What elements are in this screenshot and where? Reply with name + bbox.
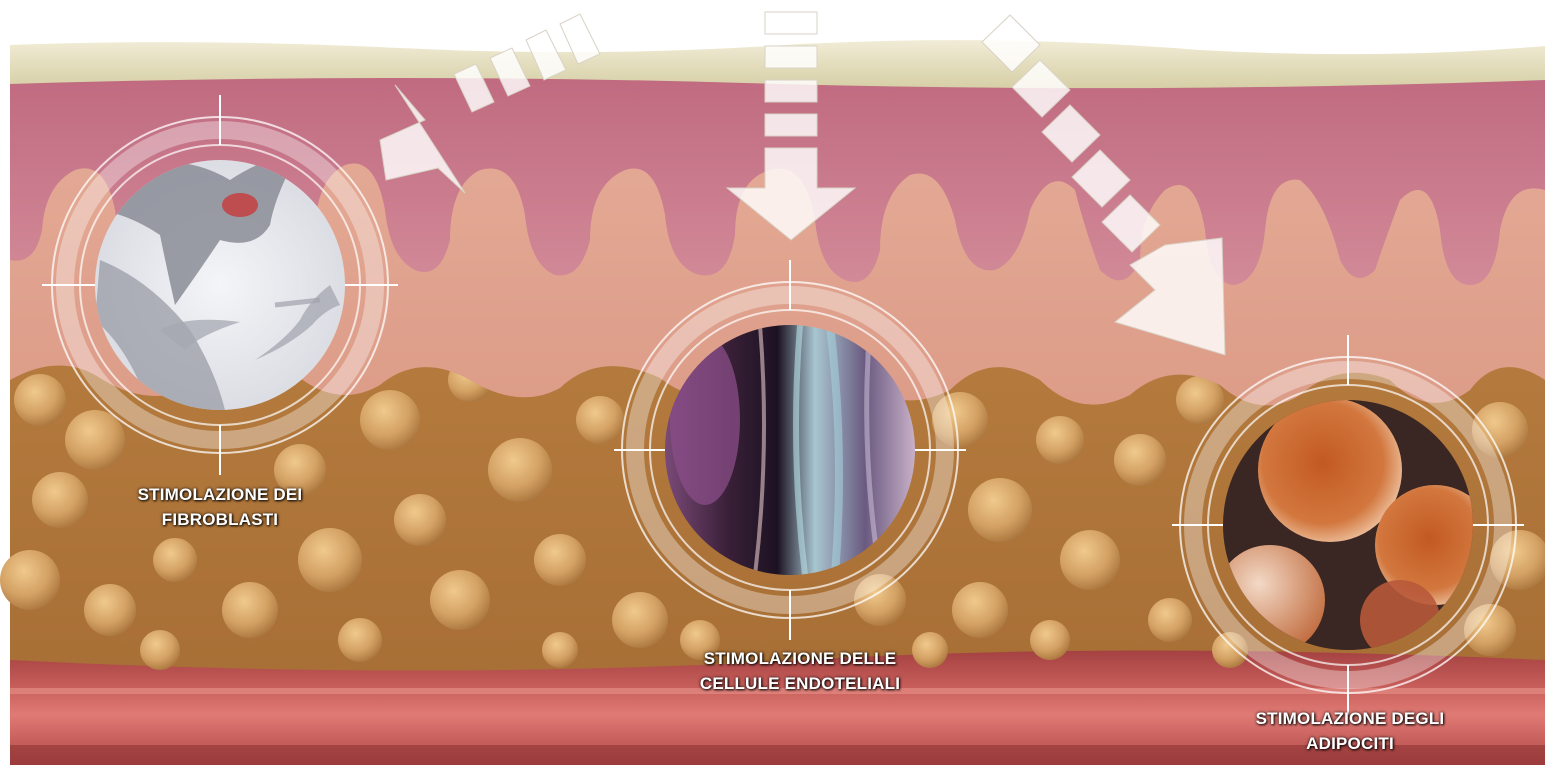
caption-line: CELLULE ENDOTELIALI [650,671,950,696]
caption-line: STIMOLAZIONE DEI [85,482,355,507]
caption-line: ADIPOCITI [1200,731,1500,756]
caption-line: STIMOLAZIONE DELLE [650,646,950,671]
caption-adipocyte-stimulation: STIMOLAZIONE DEGLI ADIPOCITI [1200,706,1500,756]
caption-endothelial-stimulation: STIMOLAZIONE DELLE CELLULE ENDOTELIALI [650,646,950,696]
caption-line: STIMOLAZIONE DEGLI [1200,706,1500,731]
caption-line: FIBROBLASTI [85,507,355,532]
endothelial-cell-icon [665,325,915,575]
caption-fibroblast-stimulation: STIMOLAZIONE DEI FIBROBLASTI [85,482,355,532]
